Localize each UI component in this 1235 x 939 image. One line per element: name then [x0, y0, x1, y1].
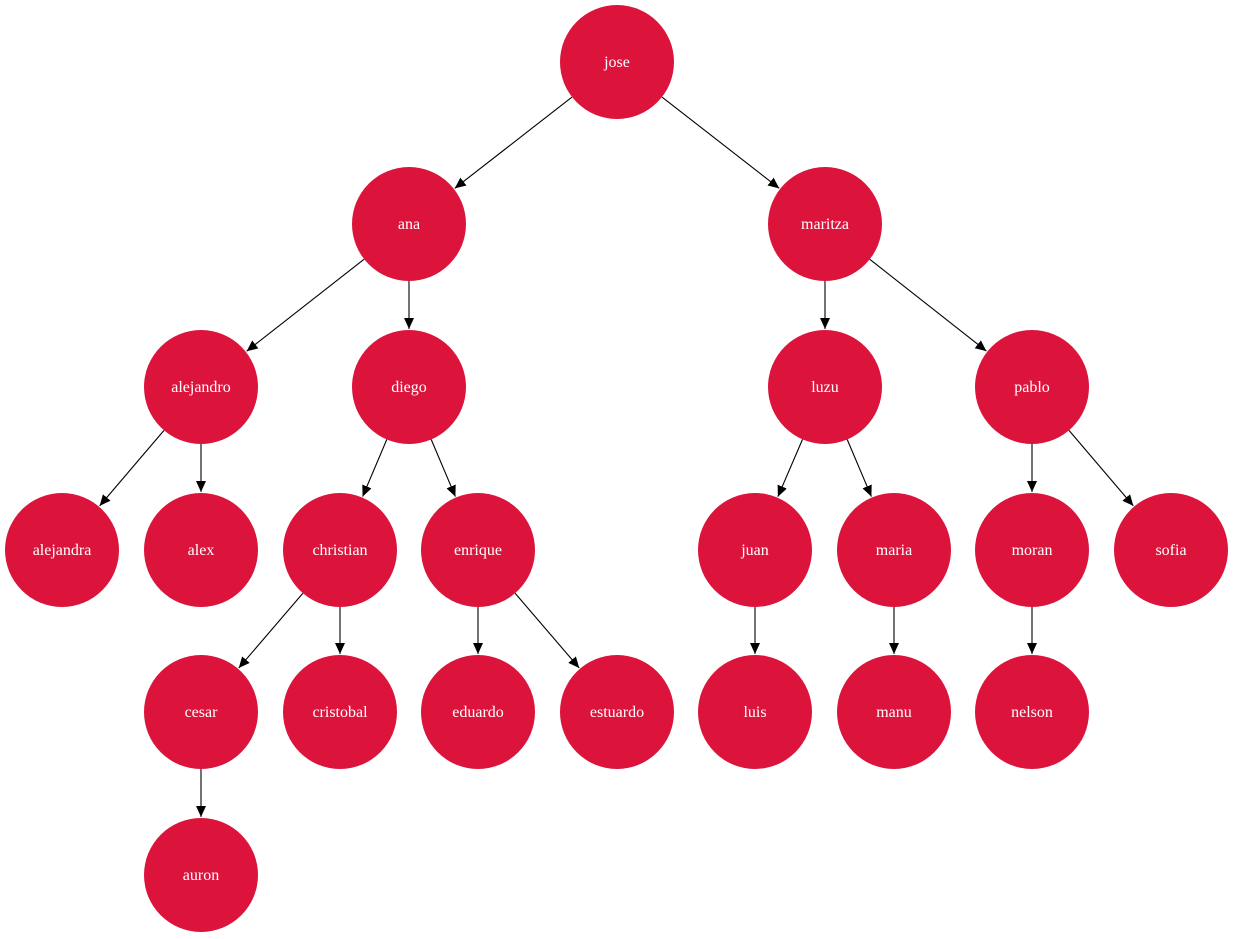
node-circle-alejandra [5, 493, 119, 607]
node-label-sofia: sofia [1155, 542, 1186, 559]
edge-diego-to-enrique [430, 439, 456, 497]
node-jose: jose [560, 5, 674, 119]
node-christian: christian [283, 493, 397, 607]
node-cesar: cesar [144, 655, 258, 769]
node-circle-nelson [975, 655, 1089, 769]
node-label-cristobal: cristobal [312, 704, 368, 721]
node-maria: maria [837, 493, 951, 607]
edge-jose-to-maritza [661, 96, 780, 189]
node-maritza: maritza [768, 167, 882, 281]
node-pablo: pablo [975, 330, 1089, 444]
node-circle-maritza [768, 167, 882, 281]
node-label-alejandra: alejandra [33, 542, 92, 559]
node-label-maria: maria [876, 542, 912, 559]
node-ana: ana [352, 167, 466, 281]
node-circle-cesar [144, 655, 258, 769]
edge-jose-to-ana [454, 96, 573, 189]
node-sofia: sofia [1114, 493, 1228, 607]
node-alejandra: alejandra [5, 493, 119, 607]
node-circle-juan [698, 493, 812, 607]
node-label-enrique: enrique [454, 542, 502, 559]
node-label-ana: ana [398, 216, 420, 233]
edge-ana-to-alejandro [246, 258, 365, 352]
node-circle-jose [560, 5, 674, 119]
node-manu: manu [837, 655, 951, 769]
node-eduardo: eduardo [421, 655, 535, 769]
node-circle-cristobal [283, 655, 397, 769]
node-auron: auron [144, 818, 258, 932]
node-label-eduardo: eduardo [452, 704, 504, 721]
edge-alejandro-to-alejandra [99, 430, 165, 507]
node-circle-eduardo [421, 655, 535, 769]
node-circle-christian [283, 493, 397, 607]
edge-luzu-to-maria [846, 439, 872, 497]
node-alejandro: alejandro [144, 330, 258, 444]
node-label-cesar: cesar [185, 704, 219, 721]
node-luis: luis [698, 655, 812, 769]
node-circle-ana [352, 167, 466, 281]
node-circle-manu [837, 655, 951, 769]
node-label-manu: manu [876, 704, 912, 721]
node-circle-sofia [1114, 493, 1228, 607]
node-circle-diego [352, 330, 466, 444]
node-circle-alejandro [144, 330, 258, 444]
node-circle-pablo [975, 330, 1089, 444]
node-label-maritza: maritza [801, 216, 849, 233]
node-label-juan: juan [740, 542, 769, 559]
edge-luzu-to-juan [777, 439, 804, 497]
edges-layer [99, 96, 1134, 817]
node-label-alejandro: alejandro [171, 379, 231, 396]
node-circle-moran [975, 493, 1089, 607]
node-label-moran: moran [1012, 542, 1053, 559]
node-circle-luzu [768, 330, 882, 444]
node-label-christian: christian [312, 542, 367, 559]
node-cristobal: cristobal [283, 655, 397, 769]
node-circle-enrique [421, 493, 535, 607]
node-juan: juan [698, 493, 812, 607]
edge-pablo-to-sofia [1068, 430, 1134, 507]
node-label-diego: diego [391, 379, 427, 396]
node-label-alex: alex [188, 542, 215, 559]
node-estuardo: estuardo [560, 655, 674, 769]
node-label-luzu: luzu [811, 379, 839, 396]
edge-enrique-to-estuardo [514, 592, 580, 669]
node-circle-alex [144, 493, 258, 607]
node-circle-maria [837, 493, 951, 607]
node-moran: moran [975, 493, 1089, 607]
node-diego: diego [352, 330, 466, 444]
node-enrique: enrique [421, 493, 535, 607]
node-circle-luis [698, 655, 812, 769]
edge-christian-to-cesar [238, 592, 304, 669]
edge-diego-to-christian [362, 439, 388, 497]
node-alex: alex [144, 493, 258, 607]
node-label-jose: jose [603, 54, 630, 71]
nodes-layer: jose ana maritza alejandro diego luzu pablo ale… [5, 5, 1228, 932]
node-circle-auron [144, 818, 258, 932]
node-label-estuardo: estuardo [590, 704, 644, 721]
node-label-pablo: pablo [1014, 379, 1050, 396]
node-label-auron: auron [183, 867, 219, 884]
node-label-luis: luis [743, 704, 766, 721]
edge-maritza-to-pablo [869, 258, 987, 352]
node-label-nelson: nelson [1011, 704, 1053, 721]
node-nelson: nelson [975, 655, 1089, 769]
node-luzu: luzu [768, 330, 882, 444]
node-circle-estuardo [560, 655, 674, 769]
